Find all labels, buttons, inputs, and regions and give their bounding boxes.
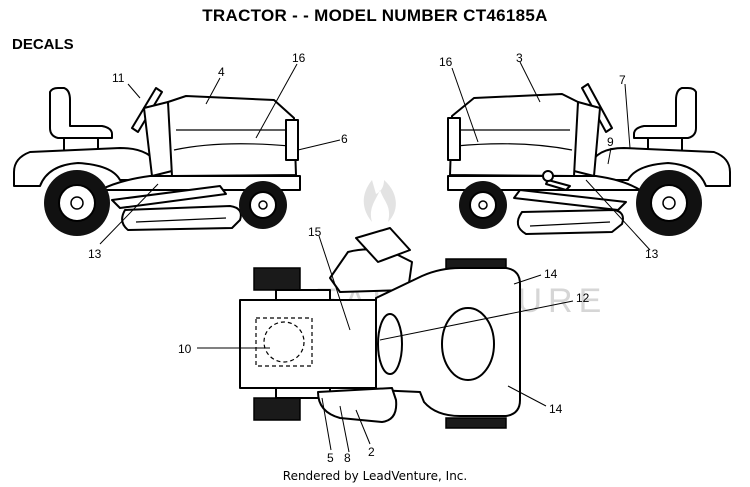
callout-8: 8 xyxy=(344,451,351,465)
callout-16-right: 16 xyxy=(439,55,453,69)
footer-credit: Rendered by LeadVenture, Inc. xyxy=(282,469,468,483)
callout-16-left: 16 xyxy=(292,51,306,65)
callout-15: 15 xyxy=(308,225,322,239)
callout-13-right: 13 xyxy=(645,247,659,261)
callout-12: 12 xyxy=(576,291,590,305)
section-label: DECALS xyxy=(12,36,74,53)
callout-labels: 11 4 16 6 13 16 3 7 9 13 15 14 12 10 14 … xyxy=(88,51,659,465)
callout-14-bottom: 14 xyxy=(549,402,563,416)
callout-3: 3 xyxy=(516,51,523,65)
callout-7: 7 xyxy=(619,73,626,87)
callout-6: 6 xyxy=(341,132,348,146)
callout-14-top: 14 xyxy=(544,267,558,281)
tractor-right-side-view xyxy=(447,83,731,236)
tractor-left-side-view xyxy=(13,87,301,236)
callout-11: 11 xyxy=(112,71,125,85)
callout-4: 4 xyxy=(218,65,225,79)
callout-5: 5 xyxy=(327,451,334,465)
callout-2: 2 xyxy=(368,445,375,459)
page-title: TRACTOR - - MODEL NUMBER CT46185A xyxy=(202,6,548,25)
callout-9: 9 xyxy=(607,135,614,149)
callout-10: 10 xyxy=(178,342,192,356)
leader-lines xyxy=(99,61,651,453)
tractor-top-view xyxy=(239,227,521,429)
callout-13-left: 13 xyxy=(88,247,102,261)
